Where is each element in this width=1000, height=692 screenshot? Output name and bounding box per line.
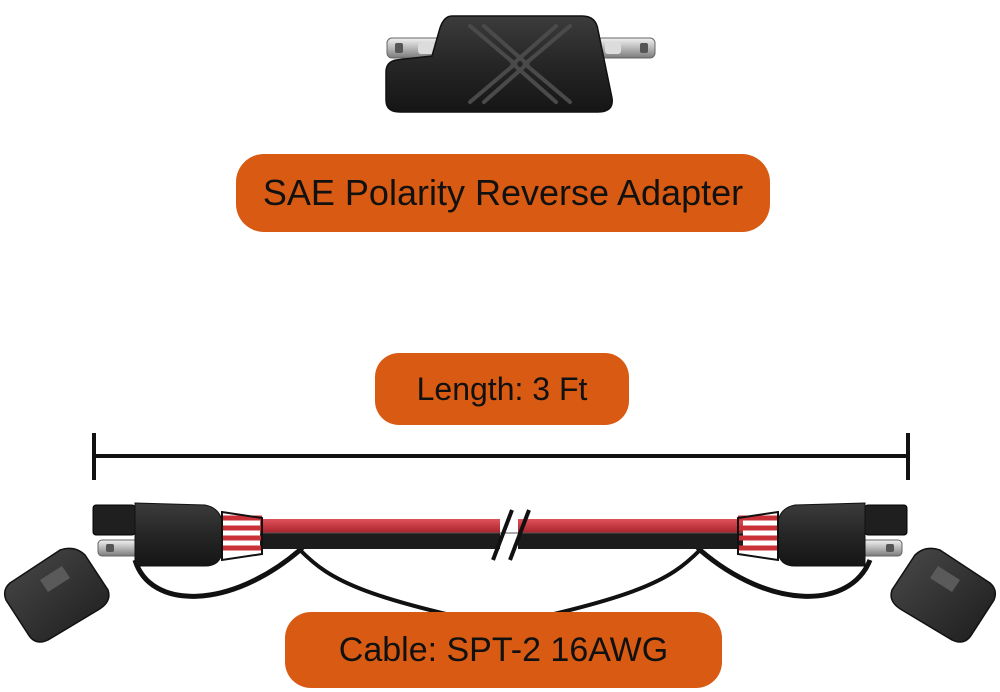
cable-wire [260, 519, 743, 549]
left-sae-connector [92, 502, 263, 567]
cable-break-mark [491, 509, 531, 561]
adapter-label: SAE Polarity Reverse Adapter [236, 154, 770, 232]
sae-adapter-image [385, 15, 656, 113]
length-dimension-line [92, 433, 910, 480]
adapter-body [385, 15, 613, 113]
cable-spec-label: Cable: SPT-2 16AWG [285, 612, 722, 688]
adapter-grip-pattern [468, 24, 572, 104]
sae-extension-cable-image [3, 502, 997, 643]
right-sae-connector [737, 502, 908, 567]
right-dust-cap [890, 547, 997, 643]
left-dust-cap [3, 547, 110, 643]
length-label: Length: 3 Ft [375, 353, 629, 425]
